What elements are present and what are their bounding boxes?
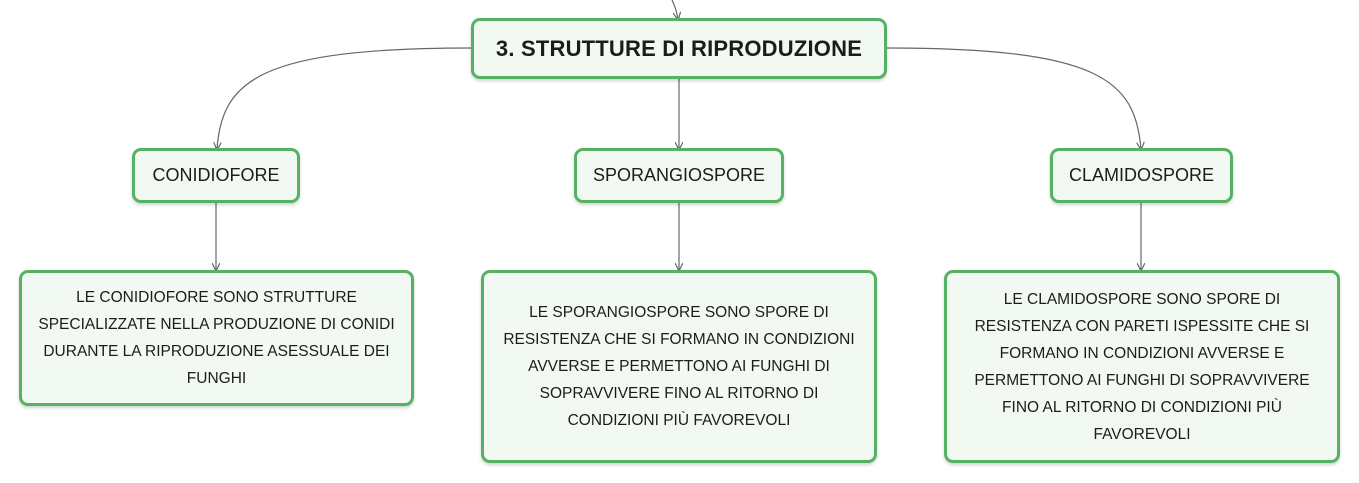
description-node-sporangiospore[interactable]: LE SPORANGIOSPORE SONO SPORE DI RESISTEN… (481, 270, 877, 463)
description-node-clamidospore[interactable]: LE CLAMIDOSPORE SONO SPORE DI RESISTENZA… (944, 270, 1340, 463)
connector-root-to-conidiofore (217, 47, 473, 149)
topic-node-sporangiospore[interactable]: SPORANGIOSPORE (574, 148, 784, 203)
connector-parent-to-root (671, 0, 678, 19)
root-node[interactable]: 3. STRUTTURE DI RIPRODUZIONE (471, 18, 887, 79)
topic-node-clamidospore[interactable]: CLAMIDOSPORE (1050, 148, 1233, 203)
description-text-conidiofore: LE CONIDIOFORE SONO STRUTTURE SPECIALIZZ… (38, 289, 395, 387)
description-node-conidiofore[interactable]: LE CONIDIOFORE SONO STRUTTURE SPECIALIZZ… (19, 270, 414, 406)
description-text-clamidospore: LE CLAMIDOSPORE SONO SPORE DI RESISTENZA… (974, 290, 1310, 443)
root-label: 3. STRUTTURE DI RIPRODUZIONE (495, 35, 863, 61)
description-text-sporangiospore: LE SPORANGIOSPORE SONO SPORE DI RESISTEN… (503, 304, 855, 429)
topic-label-conidiofore: CONIDIOFORE (152, 165, 280, 185)
topic-node-conidiofore[interactable]: CONIDIOFORE (132, 148, 300, 203)
connector-root-to-clamidospore (885, 47, 1141, 149)
topic-label-clamidospore: CLAMIDOSPORE (1068, 165, 1215, 185)
topic-label-sporangiospore: SPORANGIOSPORE (592, 165, 766, 185)
